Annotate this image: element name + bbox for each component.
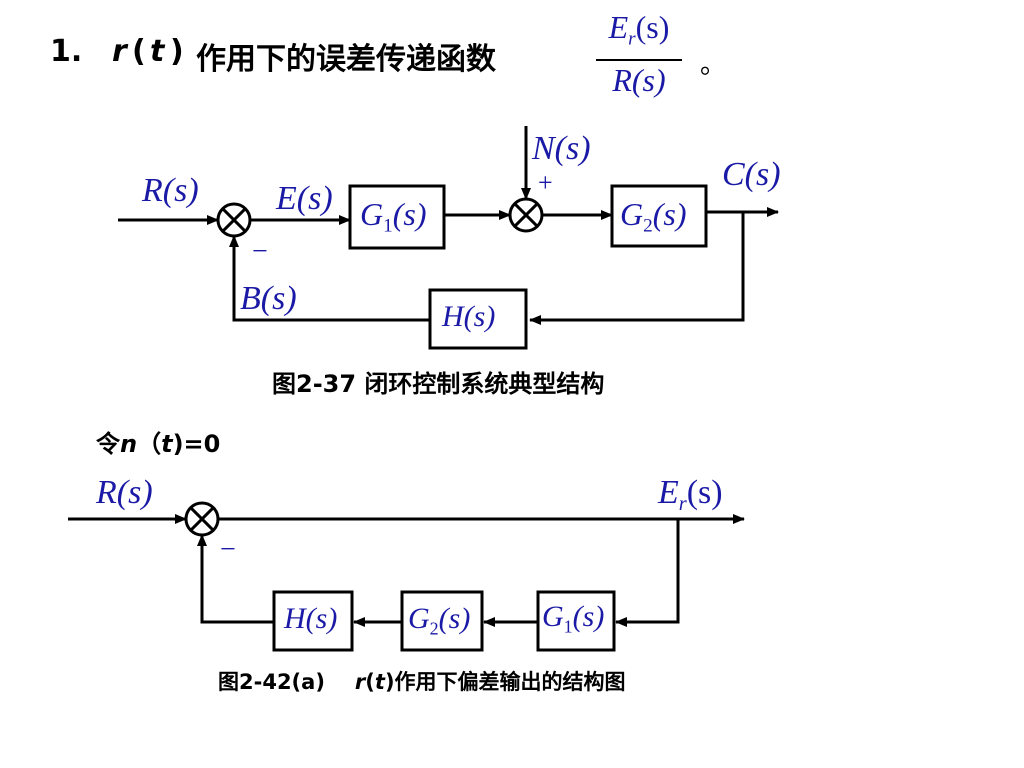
summing-junction-2 [508,197,544,233]
fraction-bar [596,58,682,61]
heading-paren-open: ( [132,34,146,69]
g2-block [610,184,708,248]
d2-g2-label: G2(s) [408,602,471,639]
heading-text: 作用下的误差传递函数 [196,42,496,77]
heading-var-r: r [112,34,127,69]
d1-disturbance-label: N(s) [532,130,591,167]
d1-feedback-label: B(s) [240,280,297,317]
d1-caption: 图2-37 闭环控制系统典型结构 [272,370,605,398]
condition-line: 令n（t)=0 [96,430,221,458]
feedback-arrow [229,235,430,322]
d1-input-label: R(s) [142,172,199,209]
heading-end-mark: 。 [700,50,727,80]
d2-summing-junction [184,501,220,537]
d1-output-label: C(s) [722,156,781,193]
d1-plus-sign: + [538,168,553,197]
d2-feedback-to-g1 [615,519,680,627]
d2-minus-sign: − [220,534,236,565]
diagram1 [118,126,779,350]
d2-g1-label: G1(s) [542,600,605,637]
d2-output-label: Er(s) [658,474,723,516]
heading-var-t: t [150,34,165,69]
d1-g1-label: G1(s) [360,196,427,237]
d1-minus-sign: − [252,236,268,267]
d2-feedback-arrow [197,534,274,624]
d1-error-label: E(s) [276,180,333,217]
g1-block [348,184,446,250]
heading-number: 1. [50,34,83,69]
d2-h-label: H(s) [284,602,338,635]
d2-input-label: R(s) [96,474,153,511]
fraction-denominator: R(s) [612,61,666,98]
d1-g2-label: G2(s) [620,196,687,237]
d2-caption: 图2-42(a)r(t)作用下偏差输出的结构图 [218,670,626,694]
diagram2 [68,501,745,652]
feedback-to-h [529,212,745,325]
heading-paren-close: ) [170,34,184,69]
summing-junction-1 [216,202,252,238]
fraction-numerator: Er(s) [608,9,670,50]
d1-h-label: H(s) [442,300,496,333]
transfer-function-fraction: Er(s) R(s) [596,8,682,99]
